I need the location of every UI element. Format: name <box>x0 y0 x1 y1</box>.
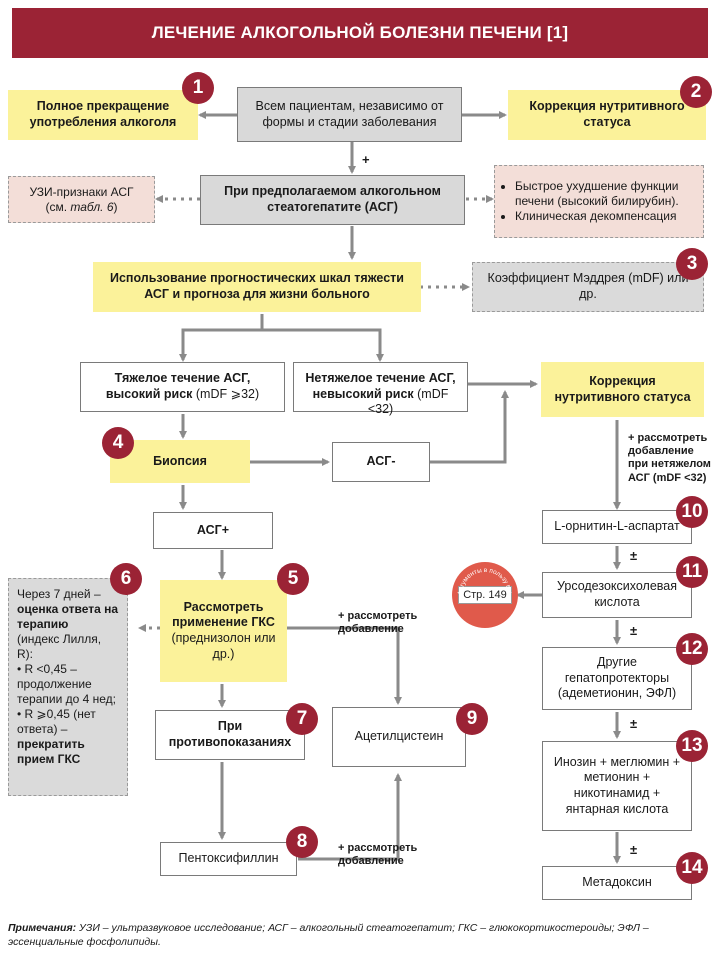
box6-line1: Через 7 дней – <box>17 587 101 601</box>
node-asg-pos: АСГ+ <box>153 512 273 549</box>
stamp-label: Стр. 149 <box>458 586 512 604</box>
box6-line3: (индекс Лилля, R): <box>17 632 102 661</box>
node-inosine: Инозин + меглюмин + метионин + никотинам… <box>542 741 692 831</box>
node-severe: Тяжелое течение АСГ, высокий риск (mDF ⩾… <box>80 362 285 412</box>
arrow-to-mild <box>262 328 384 362</box>
edge-label-consider-add-1: + рассмотреть добавление <box>338 610 418 636</box>
badge-10: 10 <box>676 496 708 528</box>
box6-line2: оценка ответа на терапию <box>17 602 119 631</box>
criteria-item: Клиническая декомпенсация <box>515 209 695 224</box>
badge-7: 7 <box>286 703 318 735</box>
page-reference-stamp[interactable]: Аргументы в пользу выбора Стр. 149 <box>452 562 518 628</box>
node-metadoxine: Метадоксин <box>542 866 692 900</box>
page-title: ЛЕЧЕНИЕ АЛКОГОЛЬНОЙ БОЛЕЗНИ ПЕЧЕНИ [1] <box>12 8 708 58</box>
edge-label-plus: + <box>362 152 370 167</box>
badge-4: 4 <box>102 427 134 459</box>
badge-1: 1 <box>182 72 214 104</box>
us-signs-title: УЗИ-признаки АСГ <box>29 184 134 199</box>
node-prognostic-scales: Использование прогностических шкал тяжес… <box>93 262 421 312</box>
node-asg-neg: АСГ- <box>332 442 430 482</box>
arrow-gks-to-acetyl <box>287 626 402 705</box>
node-other-hepatoprotectors: Другие гепатопротекторы (адеметионин, ЭФ… <box>542 647 692 710</box>
node-ornithine: L-орнитин-L-аспартат <box>542 510 692 544</box>
badge-5: 5 <box>277 563 309 595</box>
node-ursodeoxy: Урсодезоксихолевая кислота <box>542 572 692 618</box>
node-nutrition-2: Коррекция нутритивного статуса <box>541 362 704 417</box>
node-criteria: Быстрое ухудшение функции печени (высоки… <box>494 165 704 238</box>
node-suspected-asg: При предполагаемом алкогольном стеатогеп… <box>200 175 465 225</box>
edge-label-pm: ± <box>630 548 638 563</box>
node-nutrition-1: Коррекция нутритивного статуса <box>508 90 706 140</box>
gks-title: Рассмотреть применение ГКС <box>172 599 275 630</box>
node-us-signs: УЗИ-признаки АСГ (см. табл. 6) <box>8 176 155 223</box>
badge-13: 13 <box>676 730 708 762</box>
badge-8: 8 <box>286 826 318 858</box>
node-acetylcysteine: Ацетилцистеин <box>332 707 466 767</box>
box6-item-continue: • R <0,45 – продолжение терапии до 4 нед… <box>17 662 117 706</box>
node-contra: При противопоказаниях <box>155 710 305 760</box>
badge-9: 9 <box>456 703 488 735</box>
node-stop-alcohol: Полное прекращение употребления алкоголя <box>8 90 198 140</box>
node-pentoxifylline: Пентоксифиллин <box>160 842 297 876</box>
edge-label-pm: ± <box>630 623 638 638</box>
footnotes: Примечания: УЗИ – ультразвуковое исследо… <box>8 922 649 948</box>
badge-3: 3 <box>676 248 708 280</box>
edge-label-pm: ± <box>630 716 638 731</box>
edge-label-consider-add-2: + рассмотреть добавление <box>338 842 418 868</box>
badge-14: 14 <box>676 852 708 884</box>
svg-text:Аргументы в пользу выбора: Аргументы в пользу выбора <box>452 562 513 595</box>
badge-6: 6 <box>110 563 142 595</box>
edge-label-pm: ± <box>630 842 638 857</box>
badge-2: 2 <box>680 76 712 108</box>
gks-sub: (преднизолон или др.) <box>171 631 276 661</box>
stamp-arc-text: Аргументы в пользу выбора <box>452 562 513 595</box>
node-mild: Нетяжелое течение АСГ, невысокий риск (m… <box>293 362 468 416</box>
node-maddrey: Коэффициент Мэддрея (mDF) или др. <box>472 262 704 312</box>
arrow-pentox-to-acetyl <box>298 773 402 861</box>
arrow-asg-neg-up <box>430 390 509 464</box>
box6-item-stop: • R ⩾0,45 (нет ответа) – прекратить прие… <box>17 707 96 766</box>
node-therapy-response: Через 7 дней – оценка ответа на терапию … <box>8 578 128 796</box>
edge-label-consider-nonsevere: + рассмотреть добавление при нетяжелом А… <box>628 432 711 484</box>
badge-12: 12 <box>676 633 708 665</box>
us-signs-ref: (см. табл. 6) <box>45 199 118 214</box>
badge-11: 11 <box>676 556 708 588</box>
arrow-to-severe <box>179 314 264 362</box>
criteria-item: Быстрое ухудшение функции печени (высоки… <box>515 179 695 209</box>
node-gks: Рассмотреть применение ГКС (преднизолон … <box>160 580 287 682</box>
node-all-patients: Всем пациентам, независимо от формы и ст… <box>237 87 462 142</box>
